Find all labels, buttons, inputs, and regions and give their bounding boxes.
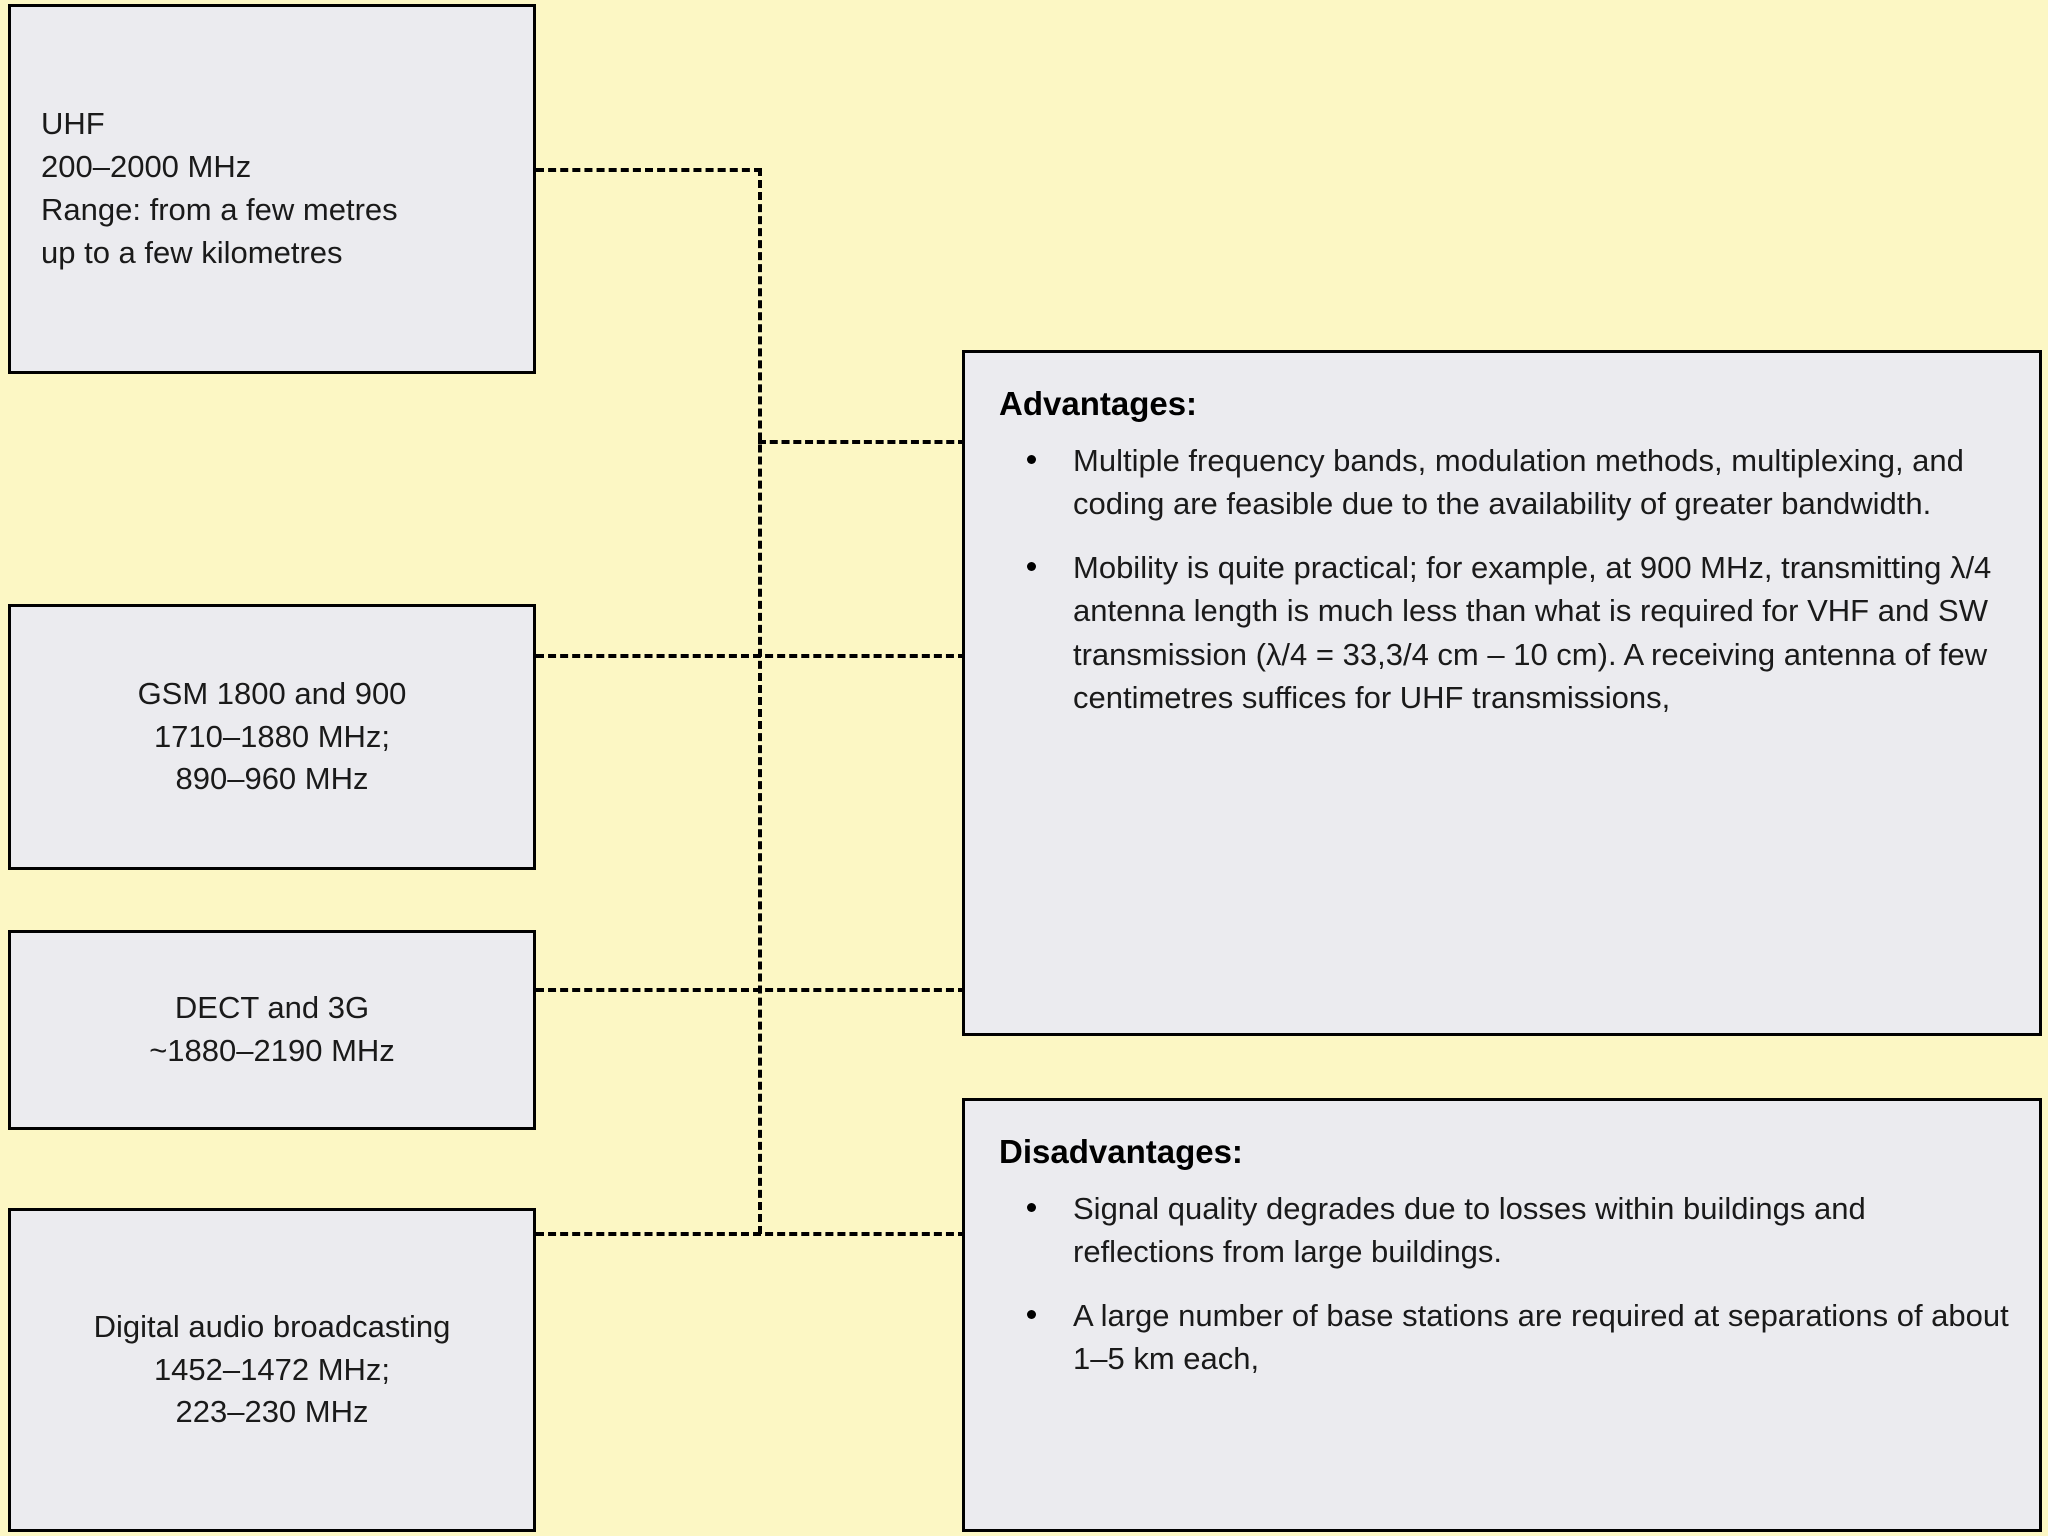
band-dab-line-1: Digital audio broadcasting	[93, 1308, 451, 1344]
band-box-digital-audio-broadcasting: Digital audio broadcasting 1452–1472 MHz…	[8, 1208, 536, 1532]
band-box-dect-3g: DECT and 3G ~1880–2190 MHz	[8, 930, 536, 1130]
band-uhf-line-3: Range: from a few metres	[41, 192, 398, 227]
band-uhf-line-1: UHF	[41, 106, 105, 142]
connector-vertical-trunk	[758, 168, 762, 1234]
band-box-gsm: GSM 1800 and 900 1710–1880 MHz; 890–960 …	[8, 604, 536, 870]
disadvantages-item: A large number of base stations are requ…	[999, 1294, 2015, 1381]
bullet-dot-icon	[1027, 1309, 1036, 1319]
disadvantages-heading: Disadvantages:	[999, 1133, 1243, 1170]
connector-trunk-to-advantages	[758, 440, 966, 444]
band-gsm-line-1: GSM 1800 and 900	[137, 675, 407, 711]
bullet-dot-icon	[1027, 561, 1036, 571]
disadvantages-item-text: Signal quality degrades due to losses wi…	[1073, 1191, 1866, 1270]
advantages-box: Advantages: Multiple frequency bands, mo…	[962, 350, 2042, 1036]
advantages-list: Multiple frequency bands, modulation met…	[999, 439, 2015, 719]
band-gsm-line-3: 890–960 MHz	[175, 761, 369, 797]
band-dect-line-1: DECT and 3G	[174, 990, 370, 1026]
disadvantages-item: Signal quality degrades due to losses wi…	[999, 1187, 2015, 1274]
connector-dect-to-advantages	[536, 988, 966, 992]
band-dab-line-2: 1452–1472 MHz;	[153, 1351, 391, 1387]
connector-gsm-to-advantages	[536, 654, 966, 658]
band-uhf-line-2: 200–2000 MHz	[41, 149, 252, 185]
disadvantages-item-text: A large number of base stations are requ…	[1073, 1297, 2009, 1377]
band-dab-line-3: 223–230 MHz	[175, 1394, 369, 1430]
band-dect-line-2: ~1880–2190 MHz	[149, 1033, 395, 1068]
disadvantages-box: Disadvantages: Signal quality degrades d…	[962, 1098, 2042, 1532]
band-box-uhf: UHF 200–2000 MHz Range: from a few metre…	[8, 4, 536, 374]
advantages-heading: Advantages:	[999, 385, 1198, 422]
advantages-item: Multiple frequency bands, modulation met…	[999, 439, 2015, 526]
bullet-dot-icon	[1027, 455, 1036, 464]
advantages-item-text: Mobility is quite practical; for example…	[1073, 549, 1992, 715]
bullet-dot-icon	[1027, 1203, 1036, 1212]
disadvantages-list: Signal quality degrades due to losses wi…	[999, 1187, 2015, 1381]
connector-uhf-to-trunk	[536, 168, 762, 172]
advantages-item: Mobility is quite practical; for example…	[999, 546, 2015, 720]
band-uhf-line-4: up to a few kilometres	[41, 234, 343, 270]
advantages-item-text: Multiple frequency bands, modulation met…	[1073, 443, 1964, 522]
connector-dab-to-disadvantages	[536, 1232, 966, 1236]
band-gsm-line-2: 1710–1880 MHz;	[153, 718, 391, 754]
